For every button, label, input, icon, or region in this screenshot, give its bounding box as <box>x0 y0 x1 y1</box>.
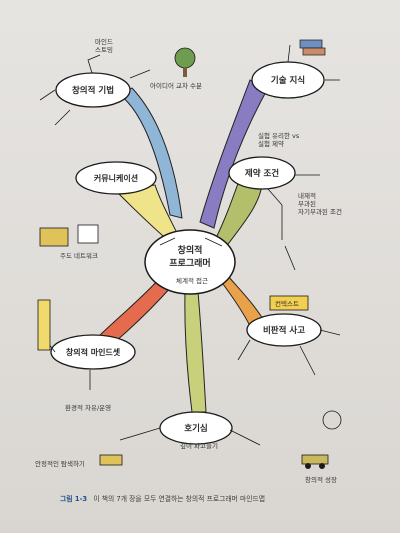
annotation-constraints-list-1: 내재적 <box>298 191 316 200</box>
annotation-constraints-note-2: 실험 제약 <box>258 139 284 148</box>
annotation-end-note: 안정적인 탐색하기 <box>35 459 85 468</box>
annotation-storming: 스토밍 <box>95 45 113 54</box>
node-mindset: 창의적 마인드셋 <box>50 334 136 370</box>
annotation-constraints-note-1: 실험 유리한 vs <box>258 131 300 140</box>
svg-text:비판적 사고: 비판적 사고 <box>263 325 305 336</box>
svg-text:호기심: 호기심 <box>184 423 207 434</box>
node-constraints: 제약 조건 <box>228 156 296 190</box>
annotation-creative-answer: 창의적 성장 <box>305 475 337 484</box>
box-sketch <box>269 295 309 311</box>
node-technique: 창의적 기법 <box>55 72 131 108</box>
central-node-sketch <box>159 237 223 247</box>
node-knowledge: 기술 지식 <box>251 61 325 99</box>
annotation-constraints-list-2: 부과된 <box>298 199 316 208</box>
node-curiosity: 호기심 <box>159 411 233 445</box>
car-sketch <box>301 454 329 469</box>
annotation-network: 주도 네트워크 <box>60 251 98 260</box>
branch-ribbon-technique <box>119 87 183 219</box>
tree-sketch <box>174 47 196 77</box>
annotation-mind: 마인드 <box>95 37 113 46</box>
central-label-line1: 창의적 <box>178 244 203 256</box>
svg-text:창의적 마인드셋: 창의적 마인드셋 <box>66 347 121 357</box>
figure-caption: 그림 1-3 이 책의 7개 장을 모두 연결하는 창의적 프로그래머 마인드맵 <box>60 493 380 503</box>
annotation-env: 환경적 자유/운영 <box>65 403 111 412</box>
central-node <box>144 229 236 295</box>
tree-right-sketch <box>322 410 342 430</box>
annotation-deep-dive: 깊이 파고들기 <box>180 441 218 450</box>
node-critical: 비판적 사고 <box>246 313 322 347</box>
laptop-sketch <box>39 224 99 247</box>
figure-number: 그림 1-3 <box>60 495 88 503</box>
central-label-line2: 프로그래머 <box>169 257 210 269</box>
doodle-lines <box>37 44 341 446</box>
annotation-constraints-list-3: 자기부과된 조건 <box>298 207 342 216</box>
branch-ribbon-curiosity <box>184 291 207 413</box>
svg-text:기술 지식: 기술 지식 <box>271 75 305 86</box>
book-stack-sketch <box>299 39 326 56</box>
branch-ribbon-knowledge <box>199 79 269 229</box>
figure-sketch <box>37 299 51 351</box>
central-label-line3: 체계적 접근 <box>176 276 208 285</box>
svg-text:제약 조건: 제약 조건 <box>245 168 279 179</box>
annotation-context: 컨텍스트 <box>275 299 299 308</box>
svg-text:창의적 기법: 창의적 기법 <box>72 85 114 96</box>
figure-caption-text: 이 책의 7개 장을 모두 연결하는 창의적 프로그래머 마인드맵 <box>93 495 266 503</box>
svg-text:커뮤니케이션: 커뮤니케이션 <box>94 173 138 183</box>
annotation-cross-pollination: 아이디어 교차 수분 <box>150 81 202 90</box>
sofa-sketch <box>99 454 123 466</box>
node-communication: 커뮤니케이션 <box>75 161 157 195</box>
